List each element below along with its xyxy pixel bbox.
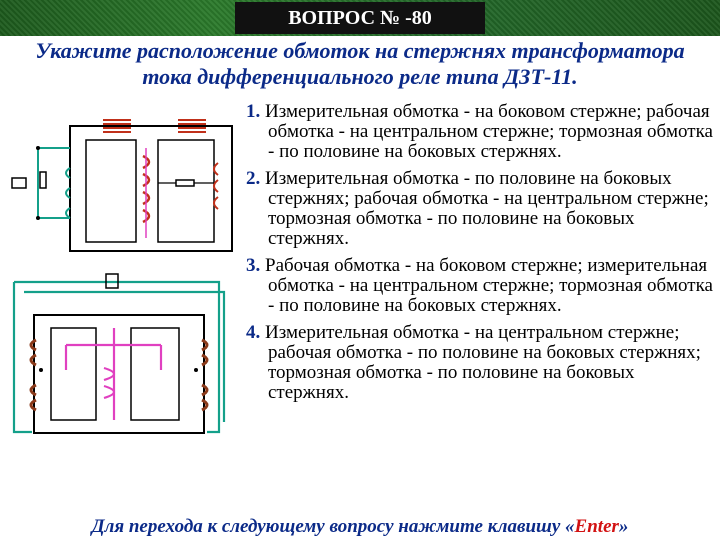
- answer-option-4[interactable]: 4. Измерительная обмотка - на центрально…: [246, 323, 714, 403]
- answer-text: Измерительная обмотка - по половине на б…: [265, 168, 709, 249]
- question-line-2: тока дифференциального реле типа ДЗТ-11.: [142, 64, 578, 89]
- answer-number: 1.: [246, 101, 261, 122]
- header-bar: ВОПРОС № -80: [0, 0, 720, 36]
- question-number-title: ВОПРОС № -80: [235, 2, 485, 34]
- footer-enter-key: Enter: [574, 516, 619, 537]
- footer-prefix: Для перехода к следующему вопросу нажмит…: [91, 516, 575, 537]
- question-text: Укажите расположение обмоток на стержнях…: [10, 38, 710, 90]
- answer-number: 3.: [246, 255, 261, 276]
- answer-text: Рабочая обмотка - на боковом стержне; из…: [265, 255, 713, 316]
- answer-text: Измерительная обмотка - на боковом стерж…: [265, 101, 713, 162]
- answer-option-2[interactable]: 2. Измерительная обмотка - по половине н…: [246, 169, 714, 249]
- answer-number: 2.: [246, 168, 261, 189]
- footer-suffix: »: [618, 516, 629, 537]
- diagram-top-transformer: [11, 119, 233, 252]
- answer-option-1[interactable]: 1. Измерительная обмотка - на боковом ст…: [246, 102, 714, 162]
- diagram-bottom-transformer: [12, 273, 226, 434]
- answer-option-3[interactable]: 3. Рабочая обмотка - на боковом стержне;…: [246, 256, 714, 316]
- answers-list: 1. Измерительная обмотка - на боковом ст…: [246, 102, 714, 410]
- answer-text: Измерительная обмотка - на центральном с…: [265, 322, 701, 403]
- answer-number: 4.: [246, 322, 261, 343]
- footer-instruction: Для перехода к следующему вопросу нажмит…: [0, 516, 720, 538]
- question-line-1: Укажите расположение обмоток на стержнях…: [35, 38, 685, 63]
